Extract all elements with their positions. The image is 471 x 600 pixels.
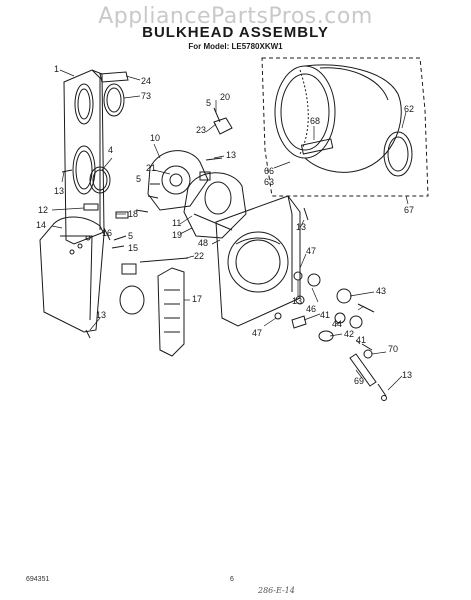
callout-42: 42 bbox=[344, 329, 354, 339]
page-number: 6 bbox=[230, 576, 234, 583]
drum-baffle bbox=[300, 138, 334, 155]
callout-1: 1 bbox=[54, 64, 59, 74]
watermark: AppliancePartsPros.com bbox=[98, 4, 373, 29]
callout-23: 23 bbox=[196, 125, 206, 135]
callout-62: 62 bbox=[404, 104, 414, 114]
blower-wheel-housing bbox=[183, 172, 247, 239]
callout-48: 48 bbox=[198, 238, 208, 248]
felt-strip bbox=[99, 71, 129, 83]
callout-12: 12 bbox=[38, 205, 48, 215]
ring-seal bbox=[89, 166, 111, 194]
callout-41-lower: 41 bbox=[356, 335, 366, 345]
heater-parts bbox=[119, 257, 189, 315]
callout-21: 21 bbox=[146, 163, 156, 173]
callout-19: 19 bbox=[172, 230, 182, 240]
callout-41-upper: 41 bbox=[320, 310, 330, 320]
callout-16: 16 bbox=[102, 228, 112, 238]
lint-duct-panel bbox=[39, 216, 105, 333]
drum-assembly-box bbox=[261, 57, 429, 197]
document-number: 694351 bbox=[26, 576, 50, 583]
callout-18: 18 bbox=[128, 209, 138, 219]
drum-seal bbox=[383, 131, 413, 177]
door-seal bbox=[103, 83, 125, 117]
callout-46: 46 bbox=[306, 304, 316, 314]
callout-24: 24 bbox=[141, 76, 151, 86]
callout-13-bottom-left: 13 bbox=[96, 310, 106, 320]
callout-5-mid: 5 bbox=[136, 174, 141, 184]
roller-assembly bbox=[274, 271, 387, 401]
blower-housing bbox=[147, 150, 209, 211]
front-bulkhead-panel bbox=[63, 69, 105, 245]
callout-5-top: 5 bbox=[206, 98, 211, 108]
drum bbox=[274, 64, 402, 173]
callout-10: 10 bbox=[150, 133, 160, 143]
callout-44: 44 bbox=[332, 319, 342, 329]
leader-lines bbox=[51, 69, 409, 391]
callout-13-bottom-right: 13 bbox=[402, 370, 412, 380]
callout-13-upper: 13 bbox=[226, 150, 236, 160]
callout-13-mid: 13 bbox=[292, 296, 302, 306]
callout-66: 66 bbox=[264, 166, 274, 176]
callout-4: 4 bbox=[108, 145, 113, 155]
callout-13-bulkhead: 13 bbox=[296, 222, 306, 232]
callout-13-left: 13 bbox=[54, 186, 64, 196]
callout-70: 70 bbox=[388, 344, 398, 354]
callout-5-low: 5 bbox=[128, 231, 133, 241]
rear-bulkhead bbox=[215, 195, 301, 327]
callout-20: 20 bbox=[220, 92, 230, 102]
callout-63: 63 bbox=[264, 177, 274, 187]
diagram-title: BULKHEAD ASSEMBLY bbox=[142, 24, 329, 41]
callout-47-lower: 47 bbox=[252, 328, 262, 338]
callout-69: 69 bbox=[354, 376, 364, 386]
callout-47-upper: 47 bbox=[306, 246, 316, 256]
model-number: For Model: LE5780XKW1 bbox=[188, 42, 283, 51]
callout-67: 67 bbox=[404, 205, 414, 215]
callout-11: 11 bbox=[172, 218, 181, 228]
small-hardware bbox=[61, 107, 309, 339]
handwritten-note: 286-E-14 bbox=[258, 586, 295, 595]
support-bracket bbox=[157, 267, 185, 357]
callout-17: 17 bbox=[192, 294, 202, 304]
callout-43: 43 bbox=[376, 286, 386, 296]
callout-73: 73 bbox=[141, 91, 151, 101]
callout-68: 68 bbox=[310, 116, 320, 126]
callout-15: 15 bbox=[128, 243, 138, 253]
callout-14: 14 bbox=[36, 220, 46, 230]
callout-22: 22 bbox=[194, 251, 204, 261]
